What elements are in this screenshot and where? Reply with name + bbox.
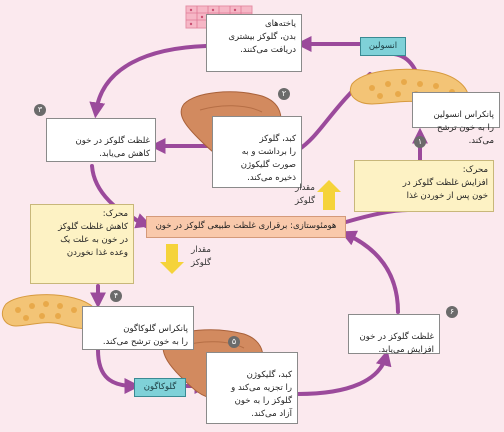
stimulus-down-box: محرک: کاهش غلظت گلوکز در خون به علت یک و… — [30, 204, 134, 284]
amount-up-label: مقدار گلوکز — [295, 183, 315, 206]
step3-badge: ۳ — [34, 104, 46, 116]
step6-text: غلظت گلوکز در خون افزایش می‌یابد. — [359, 332, 434, 355]
step1-badge: ۱ — [414, 136, 426, 148]
step5-text: کبد، گلیکوژن را تجزیه می‌کند و گلوکز را … — [231, 370, 292, 419]
step3-text: غلظت گلوکز در خون کاهش می‌یابد. — [75, 136, 150, 159]
step6-box: غلظت گلوکز در خون افزایش می‌یابد. — [348, 314, 440, 355]
insulin-tag: انسولین — [360, 37, 406, 56]
step5-box: کبد، گلیکوژن را تجزیه می‌کند و گلوکز را … — [206, 352, 298, 424]
step2-text: کبد، گلوکز را برداشت و به صورت گلیکوژن ذ… — [240, 134, 296, 183]
arrow-cells-to-step3 — [89, 44, 208, 119]
amount-down-label: مقدار گلوکز — [191, 245, 211, 268]
step4-text: پانکراس گلوکاگون را به خون ترشح می‌کند. — [102, 324, 188, 347]
step1-box: پانکراس انسولین را به خون ترشح می‌کند. — [412, 92, 500, 146]
arrow-step5-to-step6 — [296, 349, 392, 396]
cells-box: یاخته‌های بدن، گلوکز بیشتری دریافت می‌کن… — [206, 14, 302, 72]
step6-badge: ۶ — [446, 306, 458, 318]
arrow-step6-to-center — [340, 230, 400, 314]
step2-badge: ۲ — [278, 88, 290, 100]
step2-box: کبد، گلوکز را برداشت و به صورت گلیکوژن ذ… — [212, 116, 302, 188]
arrow-step4-to-glucagon — [96, 348, 141, 394]
stimulus-up-box: محرک: افزایش غلظت گلوکز در خون پس از خور… — [354, 160, 494, 212]
step4-badge: ۴ — [110, 290, 122, 302]
step3-box: غلظت گلوکز در خون کاهش می‌یابد. — [46, 118, 156, 162]
step5-badge: ۵ — [228, 336, 240, 348]
step1-text: پانکراس انسولین را به خون ترشح می‌کند. — [433, 110, 494, 146]
amount-up-arrow — [317, 180, 341, 210]
glucagon-tag: گلوکاگون — [134, 378, 186, 397]
amount-down-arrow — [160, 244, 184, 274]
step4-box: پانکراس گلوکاگون را به خون ترشح می‌کند. — [82, 306, 194, 350]
homeostasis-center-box: هومئوستازی: برقراری غلظت طبیعی گلوکز در … — [146, 216, 346, 238]
